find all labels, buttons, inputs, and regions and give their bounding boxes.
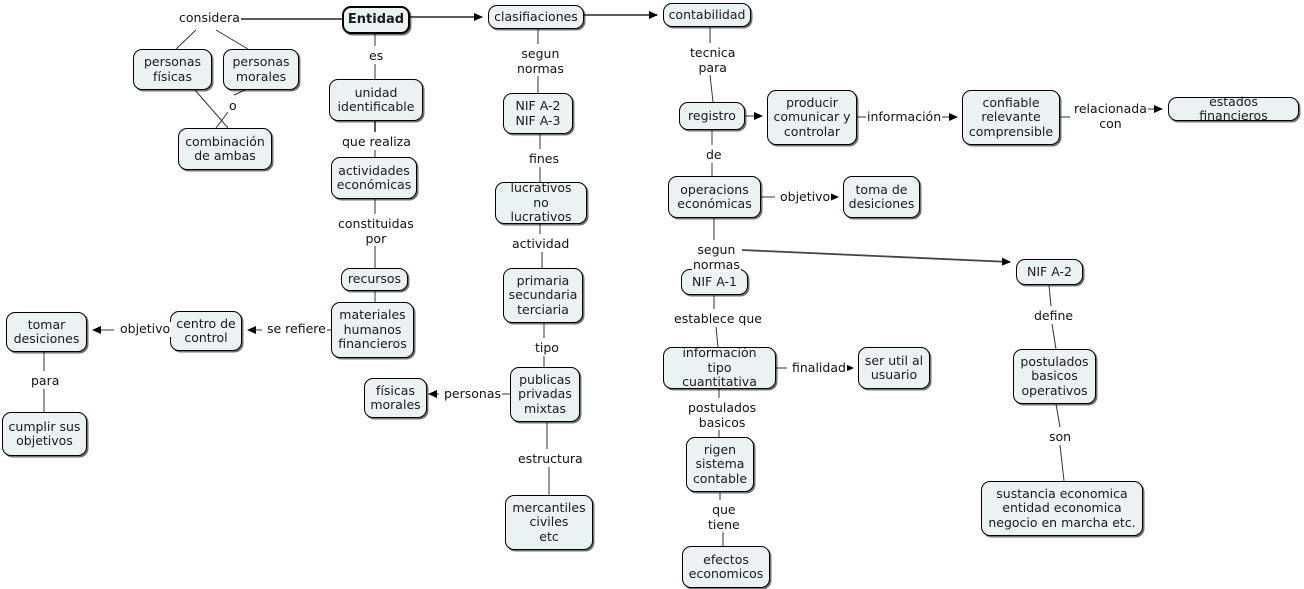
link-label-o[interactable]: o <box>228 98 238 114</box>
node-toma-de-desiciones[interactable]: toma de desiciones <box>843 176 920 218</box>
node-rigen-sistema-contable[interactable]: rigen sistema contable <box>686 437 754 492</box>
node-primaria-secundaria-terciaria[interactable]: primaria secundaria terciaria <box>503 268 583 323</box>
node-confiable-relevante-comprensible[interactable]: confiable relevante comprensible <box>962 90 1060 145</box>
node-cumplir-sus-objetivos[interactable]: cumplir sus objetivos <box>2 412 87 456</box>
node-materiales-humanos-financieros[interactable]: materiales humanos financieros <box>331 302 414 358</box>
node-contabilidad[interactable]: contabilidad <box>663 3 751 27</box>
link-label-tipo[interactable]: tipo <box>534 340 560 356</box>
edge-establece-informacion <box>715 326 719 348</box>
link-label-postulados-basicos[interactable]: postulados basicos <box>687 400 758 430</box>
node-sustancia-entidad-negocio[interactable]: sustancia economica entidad economica ne… <box>981 481 1143 536</box>
node-efectos-economicos[interactable]: efectos economicos <box>682 546 770 588</box>
edge-segunnormas2-nifa2 <box>741 249 1011 266</box>
edge-personas-fisicas-combinacion <box>194 89 229 129</box>
link-label-segun-normas-2[interactable]: segun normas <box>692 242 741 272</box>
node-personas-morales[interactable]: personas morales <box>223 49 299 90</box>
link-label-que-tiene[interactable]: que tiene <box>707 502 741 532</box>
link-label-considera[interactable]: considera <box>178 10 241 26</box>
node-ser-util-al-usuario[interactable]: ser util al usuario <box>858 347 930 389</box>
link-label-segun-normas-1[interactable]: segun normas <box>516 46 565 76</box>
node-clasifiaciones[interactable]: clasifiaciones <box>488 5 584 29</box>
link-label-relacionada-con[interactable]: relacionada con <box>1073 101 1148 131</box>
edge-nifa2-define <box>1048 284 1052 307</box>
link-label-de[interactable]: de <box>705 147 723 163</box>
node-tomar-desiciones[interactable]: tomar desiciones <box>6 312 87 352</box>
node-nif-a2[interactable]: NIF A-2 <box>1016 259 1083 285</box>
edge-define-postulados <box>1051 323 1057 350</box>
link-label-define[interactable]: define <box>1033 308 1075 324</box>
edge-tecnica-registro <box>709 74 714 103</box>
link-label-es[interactable]: es <box>368 48 385 64</box>
node-operacions-economicas[interactable]: operacions económicas <box>668 176 761 218</box>
link-label-estructura[interactable]: estructura <box>517 451 584 467</box>
link-label-constituidas-por[interactable]: constituidas por <box>337 216 415 246</box>
edge-personas-morales-o <box>233 89 246 96</box>
link-label-se-refiere[interactable]: se refiere <box>266 321 327 337</box>
node-personas-fisicas[interactable]: personas físicas <box>133 49 212 90</box>
link-label-objetivo-right[interactable]: objetivo <box>779 189 832 205</box>
node-producir-comunicar-controlar[interactable]: producir comunicar y controlar <box>767 90 857 145</box>
node-centro-de-control[interactable]: centro de control <box>170 311 242 351</box>
node-informacion-tipo-cuantitativa[interactable]: información tipo cuantitativa <box>663 346 776 389</box>
node-nif-a1[interactable]: NIF A-1 <box>681 269 748 295</box>
edge-o-combinacion <box>215 111 229 129</box>
node-nif-a2-a3[interactable]: NIF A-2 NIF A-3 <box>503 93 573 134</box>
node-combinacion-de-ambas[interactable]: combinación de ambas <box>178 128 272 170</box>
node-actividades-economicas[interactable]: actividades económicas <box>331 157 417 199</box>
link-label-son[interactable]: son <box>1048 429 1073 445</box>
node-publicas-privadas-mixtas[interactable]: publicas privadas mixtas <box>510 367 580 422</box>
link-label-personas[interactable]: personas <box>443 386 503 402</box>
edge-postulados-son <box>1055 403 1061 428</box>
edge-considera-personas-fisicas <box>175 29 197 50</box>
edge-son-sustancia <box>1059 444 1065 482</box>
link-label-establece-que[interactable]: establece que <box>673 311 763 327</box>
node-lucrativos-no-lucrativos[interactable]: lucrativos no lucrativos <box>495 181 587 224</box>
link-label-finalidad[interactable]: finalidad <box>791 360 847 376</box>
node-recursos[interactable]: recursos <box>341 268 408 291</box>
link-label-fines[interactable]: fines <box>528 151 560 167</box>
link-label-informacion[interactable]: información <box>866 109 943 125</box>
edge-considera-personas-morales <box>215 29 249 50</box>
node-estados-financieros[interactable]: estados financieros <box>1168 94 1299 123</box>
link-label-objetivo-left[interactable]: objetivo <box>119 321 172 337</box>
node-entidad[interactable]: Entidad <box>342 6 410 34</box>
link-label-para[interactable]: para <box>30 373 61 389</box>
link-label-que-realiza[interactable]: que realiza <box>341 134 412 150</box>
link-label-tecnica-para[interactable]: tecnica para <box>689 45 737 75</box>
link-label-actividad[interactable]: actividad <box>511 236 571 252</box>
node-mercantiles-civiles-etc[interactable]: mercantiles civiles etc <box>505 495 593 550</box>
node-fisicas-morales[interactable]: físicas morales <box>364 378 427 418</box>
node-postulados-basicos-operativos[interactable]: postulados basicos operativos <box>1013 349 1096 404</box>
node-registro[interactable]: registro <box>679 102 745 130</box>
node-unidad-identificable[interactable]: unidad identificable <box>329 79 423 121</box>
